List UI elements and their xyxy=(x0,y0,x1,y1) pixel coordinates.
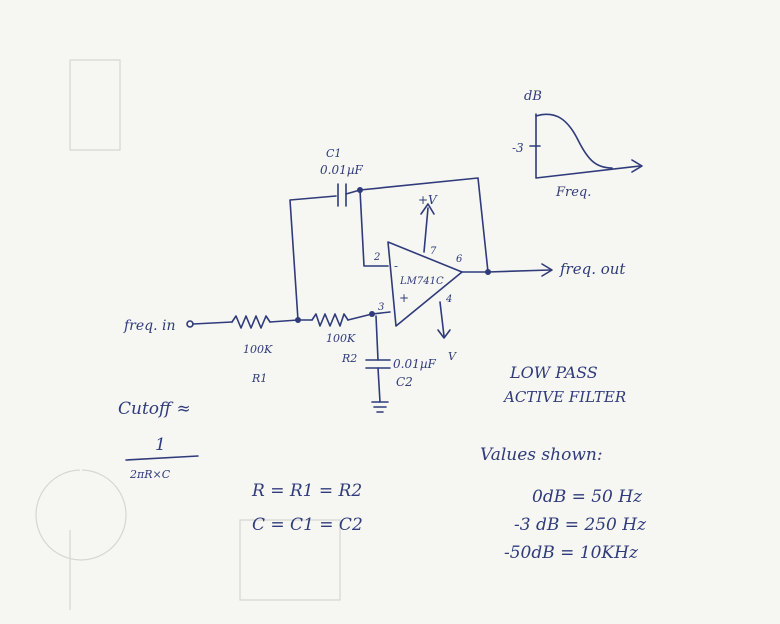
capacitor-c2 xyxy=(365,359,391,369)
c1-label: C1 xyxy=(326,147,341,160)
r1-value: 100K xyxy=(243,343,273,356)
fraction-bar xyxy=(125,455,199,461)
c-equality: C = C1 = C2 xyxy=(252,515,363,535)
resistor-r2 xyxy=(311,313,349,327)
supply-plus-label: +V xyxy=(418,193,438,207)
values-row-3db: -3 dB = 250 Hz xyxy=(514,515,647,535)
circuit-wires xyxy=(186,177,553,413)
values-row-50db: -50dB = 10KHz xyxy=(504,543,639,563)
paper-marks xyxy=(35,59,341,610)
formula-denominator: 2πR×C xyxy=(129,468,171,481)
pin-output: 6 xyxy=(456,254,463,265)
c2-value: 0.01µF xyxy=(393,357,437,371)
pin-inverting: 2 xyxy=(373,252,380,263)
pin-vminus: 4 xyxy=(445,294,452,305)
opamp-lm741c xyxy=(387,241,463,327)
r1-label: R1 xyxy=(251,372,267,385)
resistor-r1 xyxy=(231,315,271,329)
c1-value: 0.01µF xyxy=(320,163,364,177)
plot-x-label: Freq. xyxy=(555,185,591,200)
formula-numerator: 1 xyxy=(155,435,166,455)
ground-symbol xyxy=(371,401,389,413)
capacitor-c1 xyxy=(337,183,347,207)
values-heading: Values shown: xyxy=(480,445,603,465)
plot-y-label: dB xyxy=(524,89,542,104)
cutoff-label: Cutoff ≈ xyxy=(118,399,191,419)
r2-label: R2 xyxy=(341,352,357,365)
values-row-0db: 0dB = 50 Hz xyxy=(532,487,643,507)
c2-label: C2 xyxy=(396,375,413,389)
title-line2: ACTIVE FILTER xyxy=(502,388,626,406)
r2-value: 100K xyxy=(326,332,356,345)
input-label: freq. in xyxy=(123,318,176,334)
pin-noninverting: 3 xyxy=(378,302,384,313)
response-plot xyxy=(529,113,643,179)
pin-vplus: 7 xyxy=(430,246,437,257)
opamp-label: LM741C xyxy=(399,276,444,287)
inverting-sign: - xyxy=(394,259,398,273)
r-equality: R = R1 = R2 xyxy=(251,481,362,501)
title-line1: LOW PASS xyxy=(509,363,598,382)
plot-y-tick: -3 xyxy=(512,141,524,155)
output-label: freq. out xyxy=(559,260,626,278)
supply-minus-label: V xyxy=(448,350,457,363)
noninverting-sign: + xyxy=(399,291,409,305)
